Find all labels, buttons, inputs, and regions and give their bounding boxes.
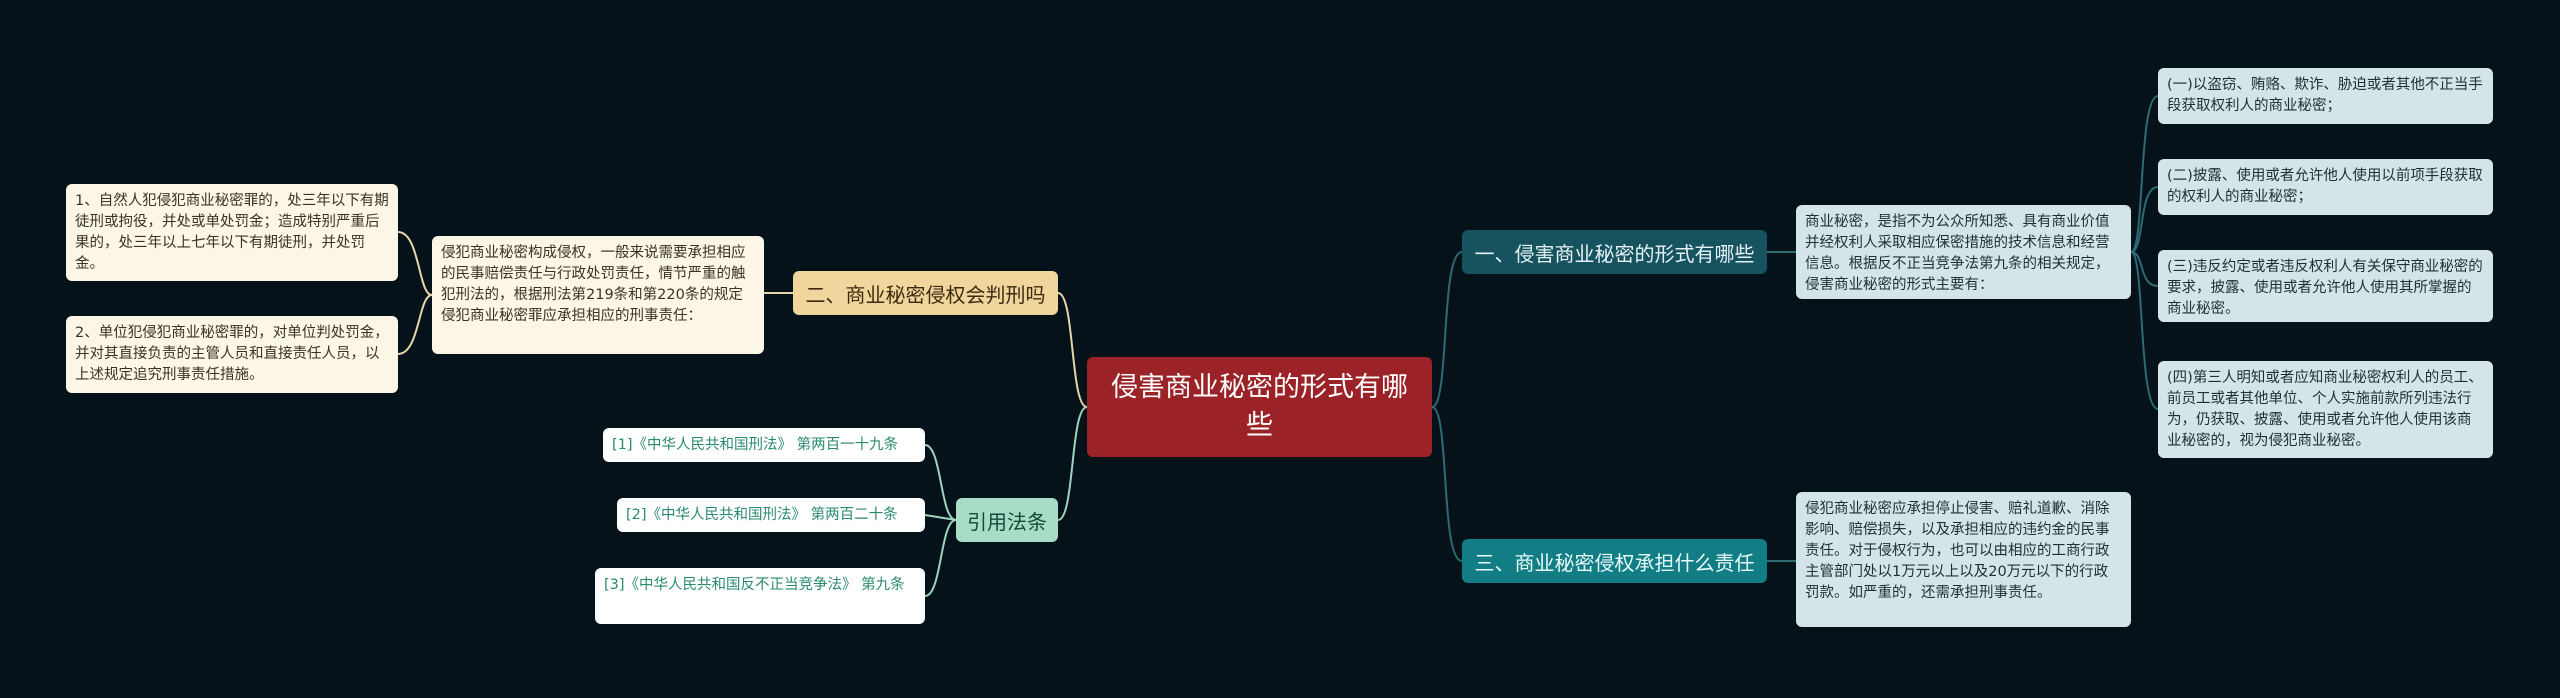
reference-item-1[interactable]: [1]《中华人民共和国刑法》 第两百一十九条 <box>603 428 925 462</box>
branch-forms-label: 一、侵害商业秘密的形式有哪些 <box>1474 241 1755 266</box>
criminal-item-2-text: 2、单位犯侵犯商业秘密罪的，对单位判处罚金，并对其直接负责的主管人员和直接责任人… <box>75 325 389 383</box>
branch-liability-label: 三、商业秘密侵权承担什么责任 <box>1474 550 1755 575</box>
connector-center-branch2 <box>1057 292 1088 408</box>
forms-item-1-text: (一)以盗窃、贿赂、欺诈、胁迫或者其他不正当手段获取权利人的商业秘密； <box>2167 77 2483 114</box>
branch-criminal-sentence[interactable]: 二、商业秘密侵权会判刑吗 <box>793 271 1058 315</box>
branch-liability[interactable]: 三、商业秘密侵权承担什么责任 <box>1462 539 1767 583</box>
connector-references-ref1 <box>924 444 957 521</box>
connector-references-ref3 <box>924 519 957 597</box>
branch-criminal-detail-text: 侵犯商业秘密构成侵权，一般来说需要承担相应的民事赔偿责任与行政处罚责任，情节严重… <box>441 245 746 324</box>
forms-item-2-text: (二)披露、使用或者允许他人使用以前项手段获取的权利人的商业秘密； <box>2167 168 2483 205</box>
branch-criminal-detail[interactable]: 侵犯商业秘密构成侵权，一般来说需要承担相应的民事赔偿责任与行政处罚责任，情节严重… <box>432 236 764 354</box>
criminal-item-1-text: 1、自然人犯侵犯商业秘密罪的，处三年以下有期徒刑或拘役，并处或单处罚金；造成特别… <box>75 193 389 272</box>
connector-center-branch1 <box>1431 251 1463 408</box>
forms-item-4[interactable]: (四)第三人明知或者应知商业秘密权利人的员工、前员工或者其他单位、个人实施前款所… <box>2158 361 2493 458</box>
connector-detail2-child2 <box>397 294 433 355</box>
branch-forms-detail-text: 商业秘密，是指不为公众所知悉、具有商业价值并经权利人采取相应保密措施的技术信息和… <box>1805 214 2110 293</box>
branch-forms-of-infringement[interactable]: 一、侵害商业秘密的形式有哪些 <box>1462 230 1767 274</box>
connector-references-ref2 <box>924 514 957 521</box>
central-topic-title: 侵害商业秘密的形式有哪些 <box>1111 372 1408 441</box>
reference-item-3-text: [3]《中华人民共和国反不正当竞争法》 第九条 <box>604 577 905 593</box>
branch-liability-detail[interactable]: 侵犯商业秘密应承担停止侵害、赔礼道歉、消除影响、赔偿损失，以及承担相应的违约金的… <box>1796 492 2131 627</box>
forms-item-3[interactable]: (三)违反约定或者违反权利人有关保守商业秘密的要求，披露、使用或者允许他人使用其… <box>2158 250 2493 322</box>
reference-item-2[interactable]: [2]《中华人民共和国刑法》 第两百二十条 <box>617 498 925 532</box>
branch-criminal-label: 二、商业秘密侵权会判刑吗 <box>805 282 1046 307</box>
branch-liability-detail-text: 侵犯商业秘密应承担停止侵害、赔礼道歉、消除影响、赔偿损失，以及承担相应的违约金的… <box>1805 501 2110 601</box>
reference-item-3[interactable]: [3]《中华人民共和国反不正当竞争法》 第九条 <box>595 568 925 624</box>
connector-detail1-leaf3 <box>2130 251 2159 287</box>
connector-center-references <box>1057 406 1088 521</box>
forms-item-2[interactable]: (二)披露、使用或者允许他人使用以前项手段获取的权利人的商业秘密； <box>2158 159 2493 215</box>
reference-item-1-text: [1]《中华人民共和国刑法》 第两百一十九条 <box>612 437 899 453</box>
forms-item-4-text: (四)第三人明知或者应知商业秘密权利人的员工、前员工或者其他单位、个人实施前款所… <box>2167 370 2483 449</box>
connector-detail2-child1 <box>397 231 433 296</box>
reference-item-2-text: [2]《中华人民共和国刑法》 第两百二十条 <box>626 507 898 523</box>
connector-detail1-leaf4 <box>2130 251 2159 410</box>
branch-forms-detail[interactable]: 商业秘密，是指不为公众所知悉、具有商业价值并经权利人采取相应保密措施的技术信息和… <box>1796 205 2131 299</box>
criminal-item-1[interactable]: 1、自然人犯侵犯商业秘密罪的，处三年以下有期徒刑或拘役，并处或单处罚金；造成特别… <box>66 184 398 281</box>
central-topic[interactable]: 侵害商业秘密的形式有哪些 <box>1087 357 1432 457</box>
forms-item-1[interactable]: (一)以盗窃、贿赂、欺诈、胁迫或者其他不正当手段获取权利人的商业秘密； <box>2158 68 2493 124</box>
criminal-item-2[interactable]: 2、单位犯侵犯商业秘密罪的，对单位判处罚金，并对其直接负责的主管人员和直接责任人… <box>66 316 398 393</box>
forms-item-3-text: (三)违反约定或者违反权利人有关保守商业秘密的要求，披露、使用或者允许他人使用其… <box>2167 259 2483 317</box>
connector-detail1-leaf2 <box>2130 186 2159 253</box>
branch-references[interactable]: 引用法条 <box>956 498 1058 542</box>
branch-references-label: 引用法条 <box>967 509 1047 534</box>
connector-detail1-leaf1 <box>2130 95 2159 253</box>
connector-center-branch3 <box>1431 406 1463 562</box>
